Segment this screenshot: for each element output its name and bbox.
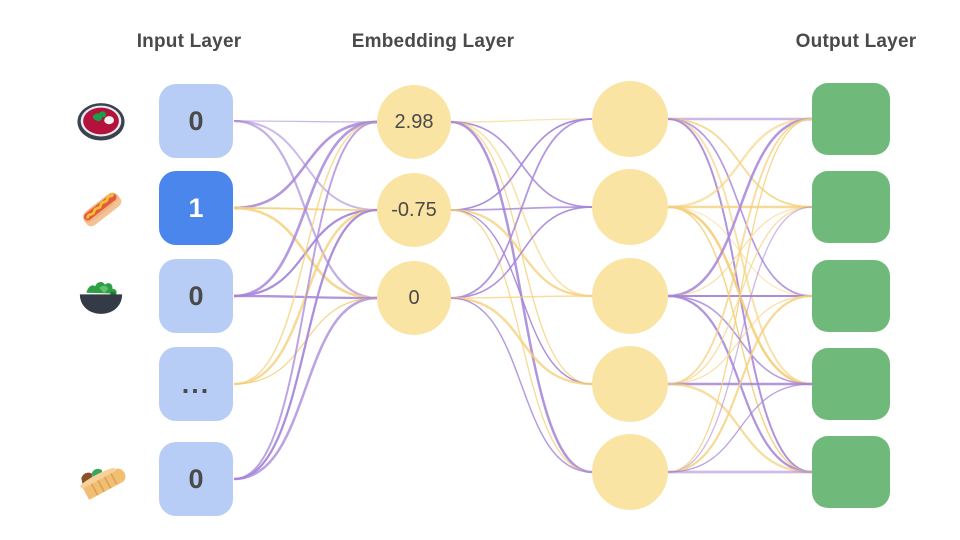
burrito-icon	[75, 453, 127, 505]
input-node-0[interactable]: 0	[159, 84, 233, 158]
connection-line	[233, 208, 378, 481]
embedding-layer-title: Embedding Layer	[351, 31, 515, 52]
hidden-node-4[interactable]	[592, 434, 668, 510]
connection-line	[450, 118, 593, 123]
connection-line	[233, 120, 378, 298]
hidden-node-2[interactable]	[592, 258, 668, 334]
output-node-2[interactable]	[812, 260, 890, 332]
embedding-node-1[interactable]: -0.75	[377, 173, 451, 247]
hidden-node-3[interactable]	[592, 346, 668, 422]
connection-line	[233, 121, 378, 480]
connection-line	[233, 120, 378, 210]
connection-line	[450, 206, 593, 299]
soup-bowl-icon	[75, 95, 127, 147]
output-node-0[interactable]	[812, 83, 890, 155]
connection-line	[450, 295, 593, 299]
connection-line	[667, 117, 813, 298]
connection-line	[233, 120, 378, 123]
input-node-4[interactable]: 0	[159, 442, 233, 516]
hidden-node-0[interactable]	[592, 81, 668, 157]
output-layer-title: Output Layer	[795, 31, 917, 52]
connection-line	[233, 296, 378, 481]
connection-line	[450, 118, 593, 299]
input-node-1[interactable]: 1	[159, 171, 233, 245]
green-salad-icon	[75, 270, 127, 322]
embedding-node-2[interactable]: 0	[377, 261, 451, 335]
connection-line	[450, 297, 593, 473]
output-node-1[interactable]	[812, 171, 890, 243]
connection-line	[667, 383, 813, 473]
output-node-3[interactable]	[812, 348, 890, 420]
output-node-4[interactable]	[812, 436, 890, 508]
hot-dog-icon	[75, 182, 127, 234]
connection-line	[667, 117, 813, 209]
connection-line	[667, 206, 813, 473]
connection-line	[667, 118, 813, 385]
connection-line	[450, 118, 593, 211]
connection-line	[667, 118, 813, 473]
connection-line	[667, 294, 813, 474]
input-node-2[interactable]: 0	[159, 259, 233, 333]
input-layer-title: Input Layer	[136, 31, 242, 52]
hidden-node-1[interactable]	[592, 169, 668, 245]
connection-line	[450, 296, 593, 386]
connection-line	[233, 121, 378, 385]
input-node-ellipsis[interactable]: ...	[159, 347, 233, 421]
embedding-node-0[interactable]: 2.98	[377, 85, 451, 159]
